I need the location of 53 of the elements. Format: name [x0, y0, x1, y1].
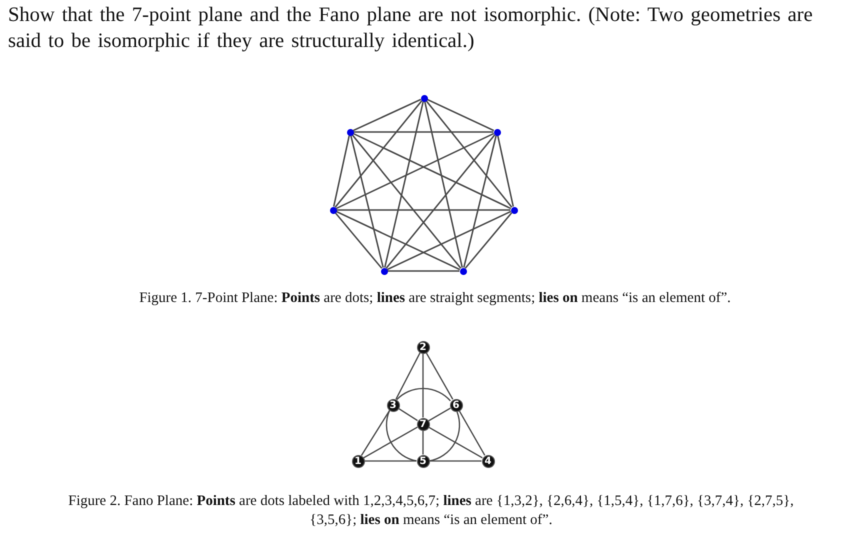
line-segment: [388, 270, 460, 272]
point-dot: [420, 94, 428, 102]
line-segment: [352, 132, 512, 210]
labeled-point: 3: [386, 398, 400, 412]
line-segment: [333, 135, 350, 207]
line-segment: [422, 430, 424, 454]
point-dot: [460, 268, 466, 274]
line-segment: [336, 210, 460, 270]
line-segment: [428, 408, 451, 422]
line-segment: [426, 352, 454, 400]
line-segment: [354, 131, 494, 133]
line-segment: [334, 100, 422, 208]
line-segment: [384, 101, 424, 268]
line-segment: [430, 460, 482, 462]
point-dot: [330, 206, 336, 214]
line-segment: [464, 212, 512, 269]
line-segment: [424, 101, 463, 268]
labeled-point: 2: [416, 340, 430, 354]
line-segment: [334, 212, 382, 269]
point-dot: [346, 128, 354, 136]
question-text: Show that the 7-point plane and the Fano plane are not isomorphic. (Note: Two geometries are said to be isomorphic if they are structurally identical.): [8, 3, 814, 54]
line-segment: [360, 410, 390, 456]
labeled-point: 7: [416, 418, 430, 430]
labeled-point: 1: [352, 454, 364, 468]
line-segment: [352, 134, 462, 269]
labeled-point: 4: [482, 454, 494, 468]
line-segment: [386, 210, 512, 270]
labeled-point: 6: [450, 398, 462, 412]
point-dot: [510, 206, 518, 214]
figure-caption: Figure 1. 7-Point Plane: Points are dots; lines are straight segments; lies on means “is an element of”.: [138, 289, 732, 308]
line-segment: [336, 132, 494, 210]
point-dot: [494, 128, 500, 136]
figure-caption: Figure 2. Fano Plane: Points are dots labeled with 1,2,3,4,5,6,7; lines are {1,3,2}, {2,6,4}, {1,5,4}, {1,7,6}, {3,7,4}, {2,7,5}, {3,5,6}; lies on means “is an element of”.: [67, 492, 795, 530]
line-segment: [395, 352, 421, 400]
line-segment: [386, 134, 496, 269]
line-segment: [336, 209, 510, 211]
circle-arc: [429, 412, 460, 462]
point-dot: [380, 268, 388, 274]
line-segment: [350, 135, 384, 268]
labeled-point: 5: [416, 454, 430, 468]
line-segment: [352, 98, 422, 132]
circle-arc: [396, 388, 451, 402]
line-segment: [463, 135, 497, 268]
line-segment: [426, 100, 512, 208]
circle-arc: [386, 410, 417, 462]
line-segment: [426, 98, 494, 132]
line-segment: [398, 408, 418, 422]
line-segment: [422, 354, 424, 418]
line-segment: [497, 135, 514, 207]
line-segment: [364, 460, 416, 462]
line-segment: [363, 426, 418, 458]
line-segment: [428, 426, 483, 458]
line-segment: [458, 410, 486, 456]
